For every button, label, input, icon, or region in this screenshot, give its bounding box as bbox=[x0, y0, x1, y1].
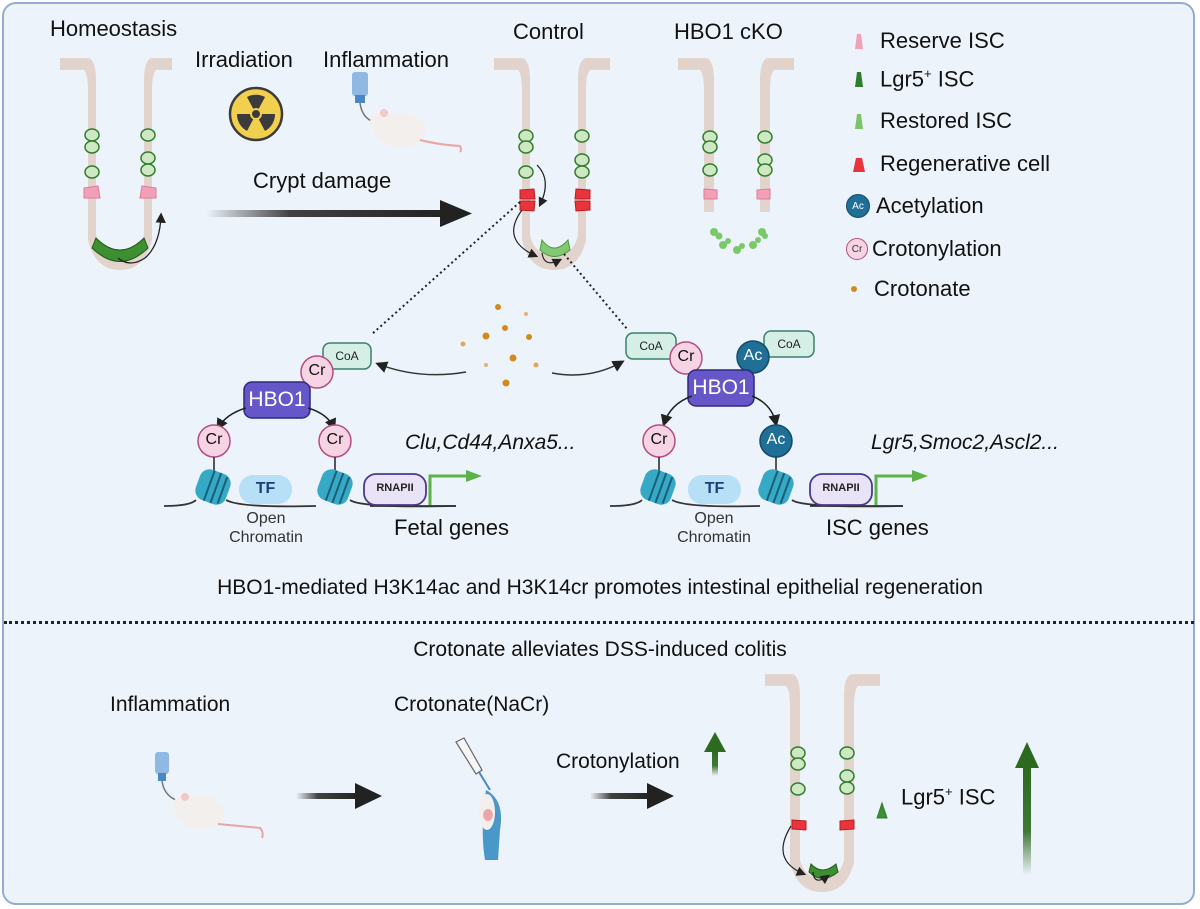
right-ac-mark: Ac bbox=[766, 431, 786, 448]
left-mechanism bbox=[163, 342, 482, 508]
legend-label: Lgr5+ ISC bbox=[880, 66, 975, 92]
crotonylation-icon: Cr bbox=[846, 238, 868, 260]
legend-label: Restored ISC bbox=[880, 108, 1013, 133]
dead-isc-fragments bbox=[710, 228, 768, 254]
fetal-genes-label: Fetal genes bbox=[394, 515, 509, 540]
right-top-cr-label: Cr bbox=[677, 348, 695, 365]
isc-genes-label: ISC genes bbox=[826, 515, 929, 540]
crotonylation-label: Crotonylation bbox=[556, 750, 680, 773]
homeostasis-label: Homeostasis bbox=[50, 16, 178, 41]
legend-item-acetylation: Ac Acetylation bbox=[846, 193, 984, 219]
inflammation-label: Inflammation bbox=[323, 47, 449, 72]
bottom-lgr5-isc-label: Lgr5+ ISC bbox=[901, 784, 996, 810]
control-label: Control bbox=[513, 19, 584, 44]
right-hbo1-label: HBO1 bbox=[692, 376, 750, 399]
right-cr-mark: Cr bbox=[650, 431, 668, 448]
acetylation-icon: Ac bbox=[846, 194, 870, 218]
legend-item-regenerative-cell: Regenerative cell bbox=[848, 151, 1050, 177]
legend-item-crotonylation: Cr Crotonylation bbox=[846, 236, 1002, 262]
bottom-inflammation-label: Inflammation bbox=[110, 693, 231, 716]
right-mechanism bbox=[609, 330, 928, 508]
irradiation-label: Irradiation bbox=[195, 47, 293, 72]
right-top-ac-label: Ac bbox=[743, 347, 763, 364]
left-top-cr-label: Cr bbox=[308, 362, 326, 379]
legend-label: Crotonate bbox=[874, 276, 971, 301]
legend-label: Reserve ISC bbox=[880, 28, 1005, 53]
reserve-isc-cell-icon bbox=[848, 29, 870, 53]
regenerative-cell-icon bbox=[848, 152, 870, 176]
arrow-to-treatment bbox=[296, 783, 382, 809]
left-tf-label: TF bbox=[255, 480, 276, 497]
left-cr-mark-1: Cr bbox=[205, 431, 223, 448]
zoom-connector-left bbox=[371, 201, 521, 335]
hbo1-cko-crypt bbox=[678, 58, 794, 254]
hbo1-cko-label: HBO1 cKO bbox=[674, 19, 783, 44]
legend-item-restored-isc: Restored ISC bbox=[848, 108, 1012, 134]
right-coa-label-2: CoA bbox=[777, 337, 801, 351]
legend-label: Acetylation bbox=[876, 193, 984, 218]
mechanism-caption: HBO1-mediated H3K14ac and H3K14cr promot… bbox=[217, 576, 983, 599]
lgr5-up-arrow bbox=[1015, 742, 1039, 875]
crypt-damage-label: Crypt damage bbox=[253, 168, 392, 193]
left-coa-label: CoA bbox=[335, 349, 359, 363]
restored-isc-cell-icon bbox=[848, 109, 870, 133]
right-tf-label: TF bbox=[704, 480, 725, 497]
legend-label: Crotonylation bbox=[872, 236, 1002, 261]
bottom-crypt bbox=[765, 674, 880, 892]
lgr5-isc-cell-icon bbox=[848, 67, 870, 91]
zoom-connector-right bbox=[563, 253, 629, 331]
fetal-gene-list: Clu,Cd44,Anxa5... bbox=[405, 431, 576, 454]
crotonate-particles bbox=[460, 304, 539, 387]
gavage-injection-icon bbox=[455, 737, 502, 860]
control-crypt bbox=[494, 58, 610, 270]
arrow-to-crotonylation bbox=[590, 783, 674, 809]
left-cr-mark-2: Cr bbox=[326, 431, 344, 448]
mouse-water-bottle-icon bbox=[352, 72, 462, 153]
radiation-icon bbox=[228, 86, 284, 142]
homeostasis-crypt bbox=[60, 58, 172, 270]
section-divider bbox=[4, 621, 1194, 624]
right-rnapii-label: RNAPII bbox=[822, 482, 860, 494]
isc-gene-list: Lgr5,Smoc2,Ascl2... bbox=[871, 431, 1059, 454]
legend-item-crotonate: Crotonate bbox=[848, 276, 971, 302]
right-coa-label-1: CoA bbox=[639, 339, 663, 353]
legend-label: Regenerative cell bbox=[880, 151, 1050, 176]
crotonylation-up-arrow bbox=[704, 732, 726, 776]
mouse-water-bottle-icon-bottom bbox=[155, 752, 264, 839]
bottom-title: Crotonate alleviates DSS-induced colitis bbox=[413, 638, 787, 661]
legend-item-reserve-isc: Reserve ISC bbox=[848, 28, 1005, 54]
lgr5-isc-cell-icon bbox=[876, 801, 888, 819]
crotonate-nacr-label: Crotonate(NaCr) bbox=[394, 693, 550, 716]
crotonate-dot-icon bbox=[848, 277, 860, 301]
legend-item-lgr5-isc: Lgr5+ ISC bbox=[848, 66, 974, 92]
crypt-damage-arrow bbox=[206, 200, 472, 227]
left-rnapii-label: RNAPII bbox=[376, 482, 414, 494]
left-hbo1-label: HBO1 bbox=[248, 388, 306, 411]
